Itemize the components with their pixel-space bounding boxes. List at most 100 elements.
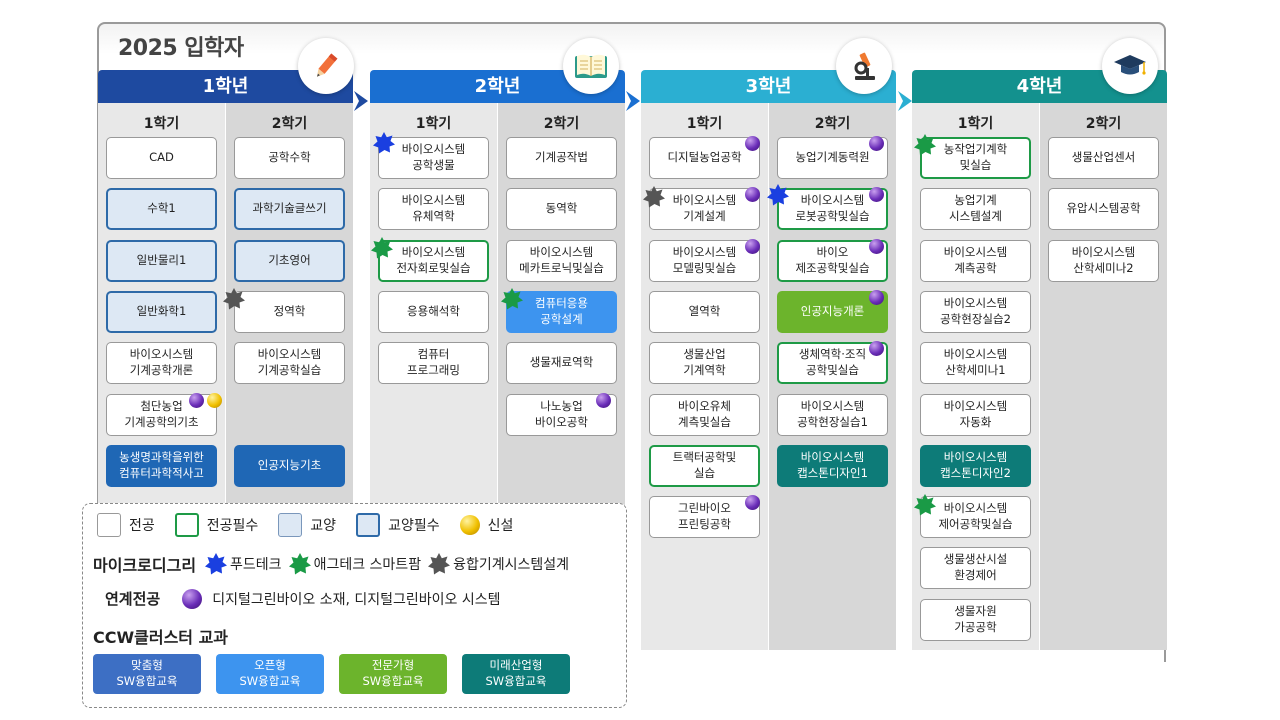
course[interactable]: 바이오시스템 모델링및실습 xyxy=(649,240,760,282)
legend-agtech-label: 애그테크 스마트팜 xyxy=(313,557,422,573)
course[interactable]: 바이오시스템 공학현장실습2 xyxy=(920,291,1031,333)
course[interactable]: 수학1 xyxy=(106,188,217,230)
course[interactable]: 바이오시스템 전자회로및실습 xyxy=(378,240,489,282)
course[interactable]: 그린바이오 프린팅공학 xyxy=(649,496,760,538)
year-2-panel: 2학년 1학기 바이오시스템 공학생물 바이오시스템 유체역학 바이오시스템 전… xyxy=(370,70,625,650)
convergence-star-icon xyxy=(223,288,245,310)
course[interactable]: 정역학 xyxy=(234,291,345,333)
book-icon xyxy=(563,38,619,94)
linked-major-dot xyxy=(596,393,611,408)
course[interactable]: 바이오시스템 산학세미나2 xyxy=(1048,240,1159,282)
course[interactable]: 바이오시스템 기계공학실습 xyxy=(234,342,345,384)
chevron-right-icon xyxy=(626,91,640,111)
course[interactable]: 생물재료역학 xyxy=(506,342,617,384)
course[interactable]: 농업기계 시스템설계 xyxy=(920,188,1031,230)
course[interactable]: 바이오시스템 공학생물 xyxy=(378,137,489,179)
linked-major-dot xyxy=(745,136,760,151)
agtech-star-icon xyxy=(371,237,393,259)
course[interactable]: 일반화학1 xyxy=(106,291,217,333)
course[interactable]: 바이오시스템 캡스톤디자인2 xyxy=(920,445,1031,487)
legend-linked-major-label: 연계전공 xyxy=(105,590,161,608)
linked-major-dot xyxy=(745,187,760,202)
course[interactable]: 바이오유체 계측및실습 xyxy=(649,394,760,436)
linked-major-dot xyxy=(869,341,884,356)
legend-ccw-custom: 맞춤형 SW융합교육 xyxy=(93,654,201,694)
graduation-cap-icon xyxy=(1102,38,1158,94)
course[interactable]: 바이오시스템 자동화 xyxy=(920,394,1031,436)
course[interactable]: CAD xyxy=(106,137,217,179)
microscope-icon xyxy=(836,38,892,94)
convergence-star-icon xyxy=(428,553,451,575)
agtech-star-icon xyxy=(501,288,523,310)
legend-new-dot xyxy=(459,515,480,535)
convergence-star-icon xyxy=(643,186,665,208)
course[interactable]: 생물산업 기계역학 xyxy=(649,342,760,384)
course[interactable]: 바이오시스템 로봇공학및실습 xyxy=(777,188,888,230)
legend-linked-major-desc: 디지털그린바이오 소재, 디지털그린바이오 시스템 xyxy=(212,591,501,608)
course[interactable]: 컴퓨터응용 공학설계 xyxy=(506,291,617,333)
course[interactable]: 공학수학 xyxy=(234,137,345,179)
course[interactable]: 디지털농업공학 xyxy=(649,137,760,179)
semester-label: 2학기 xyxy=(543,116,580,132)
page-title: 2025 입학자 xyxy=(118,36,244,61)
year-3-panel: 3학년 1학기 디지털농업공학 바이오시스템 기계설계 바이오시스템 모델링및실… xyxy=(641,70,896,650)
agtech-star-icon xyxy=(914,134,936,156)
chevron-right-icon xyxy=(898,91,912,111)
agtech-star-icon xyxy=(914,494,936,516)
course[interactable]: 과학기술글쓰기 xyxy=(234,188,345,230)
course[interactable]: 유압시스템공학 xyxy=(1048,188,1159,230)
course[interactable]: 바이오시스템 캡스톤디자인1 xyxy=(777,445,888,487)
legend-ccw-expert: 전문가형 SW융합교육 xyxy=(339,654,447,694)
course[interactable]: 트랙터공학및 실습 xyxy=(649,445,760,487)
course[interactable]: 바이오시스템 메카트로닉및실습 xyxy=(506,240,617,282)
food-tech-star-icon xyxy=(767,184,789,206)
food-tech-star-icon xyxy=(205,553,228,575)
linked-major-dot xyxy=(869,290,884,305)
course[interactable]: 바이오시스템 산학세미나1 xyxy=(920,342,1031,384)
course[interactable]: 열역학 xyxy=(649,291,760,333)
linked-major-dot xyxy=(745,239,760,254)
course[interactable]: 바이오시스템 기계설계 xyxy=(649,188,760,230)
course[interactable]: 첨단농업 기계공학의기초 xyxy=(106,394,217,436)
legend-major-label: 전공 xyxy=(129,518,155,534)
semester-label: 2학기 xyxy=(1085,116,1122,132)
linked-major-dot xyxy=(189,393,204,408)
year-4-panel: 4학년 1학기 농작업기계학 및실습 농업기계 시스템설계 바이오시스템 계측공… xyxy=(912,70,1167,650)
legend-new-label: 신설 xyxy=(487,518,514,534)
course[interactable]: 컴퓨터 프로그래밍 xyxy=(378,342,489,384)
agtech-star-icon xyxy=(288,553,311,575)
course[interactable]: 기계공작법 xyxy=(506,137,617,179)
semester-label: 1학기 xyxy=(686,116,723,132)
legend-convergence-label: 융합기계시스템설계 xyxy=(453,557,569,573)
course[interactable]: 인공지능기초 xyxy=(234,445,345,487)
course[interactable]: 바이오 제조공학및실습 xyxy=(777,240,888,282)
course[interactable]: 바이오시스템 기계공학개론 xyxy=(106,342,217,384)
course[interactable]: 기초영어 xyxy=(234,240,345,282)
legend-major-swatch xyxy=(97,513,121,537)
course[interactable]: 동역학 xyxy=(506,188,617,230)
pencil-icon xyxy=(298,38,354,94)
legend-ccw-title: CCW클러스터 교과 xyxy=(93,628,229,647)
course[interactable]: 바이오시스템 제어공학및실습 xyxy=(920,496,1031,538)
course[interactable]: 생물생산시설 환경제어 xyxy=(920,547,1031,589)
course[interactable]: 바이오시스템 계측공학 xyxy=(920,240,1031,282)
linked-major-dot xyxy=(182,588,203,609)
course[interactable]: 생물산업센서 xyxy=(1048,137,1159,179)
course[interactable]: 바이오시스템 공학현장실습1 xyxy=(777,394,888,436)
legend: 전공 전공필수 교양 교양필수 신설 마이크로디그리 푸드테크 애그테크 스마트… xyxy=(82,503,627,708)
linked-major-dot xyxy=(745,495,760,510)
course[interactable]: 바이오시스템 유체역학 xyxy=(378,188,489,230)
semester-label: 1학기 xyxy=(143,116,180,132)
course[interactable]: 응용해석학 xyxy=(378,291,489,333)
course[interactable]: 일반물리1 xyxy=(106,240,217,282)
course[interactable]: 농생명과학을위한 컴퓨터과학적사고 xyxy=(106,445,217,487)
legend-micro-degree-label: 마이크로디그리 xyxy=(93,556,197,575)
course[interactable]: 생물자원 가공공학 xyxy=(920,599,1031,641)
legend-major-required-label: 전공필수 xyxy=(206,518,259,534)
semester-label: 1학기 xyxy=(957,116,994,132)
legend-general-label: 교양 xyxy=(310,518,337,534)
legend-general-required-swatch xyxy=(356,513,381,537)
course[interactable]: 농작업기계학 및실습 xyxy=(920,137,1031,179)
linked-major-dot xyxy=(869,239,884,254)
legend-general-required-label: 교양필수 xyxy=(388,518,440,534)
